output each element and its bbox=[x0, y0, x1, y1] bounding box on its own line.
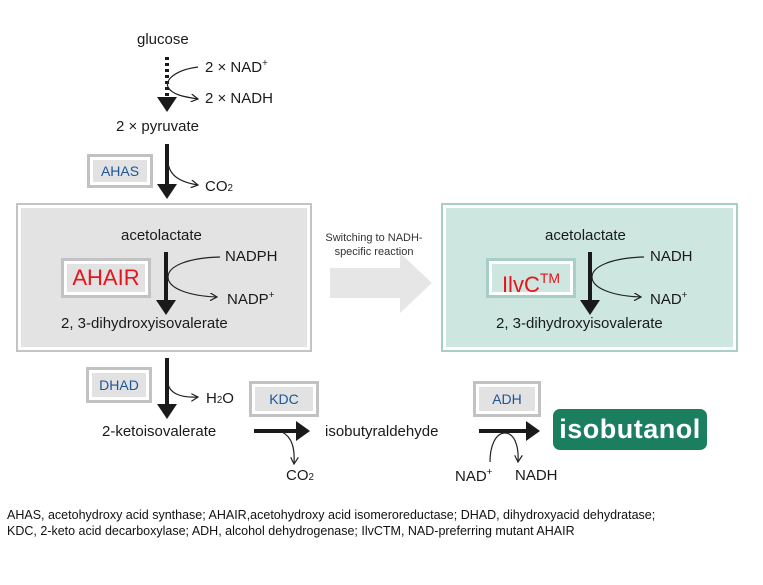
dhad-arrow-head bbox=[157, 404, 177, 419]
caption-line-1: AHAS, acetohydroxy acid synthase; AHAIR,… bbox=[7, 508, 656, 522]
ilvc-arrow-head bbox=[580, 300, 600, 315]
adh-cofactor-curve bbox=[489, 432, 518, 462]
ilvc-nad-label: NAD+ bbox=[650, 290, 688, 308]
dhiv-left-label: 2, 3-dihydroxyisovalerate bbox=[61, 315, 228, 332]
glucose-label: glucose bbox=[137, 31, 189, 48]
kdc-arrow-head bbox=[296, 421, 310, 441]
kdc-co2-label: CO2 bbox=[286, 467, 314, 484]
kdc-co2-curve bbox=[281, 431, 294, 464]
adh-arrow-head bbox=[526, 421, 540, 441]
adh-enzyme-box: ADH bbox=[473, 381, 541, 417]
dhad-h2o-label: H2O bbox=[206, 390, 234, 407]
dhad-enzyme-label: DHAD bbox=[99, 377, 139, 393]
switch-label-line2: specific reaction bbox=[334, 246, 414, 258]
switch-label: Switching to NADH- specific reaction bbox=[318, 231, 430, 259]
glycolysis-nad-label: 2 × NAD+ bbox=[205, 58, 268, 76]
glycolysis-arrow-head bbox=[157, 97, 177, 112]
acetolactate-left-label: acetolactate bbox=[121, 227, 202, 244]
ahas-enzyme-box: AHAS bbox=[87, 154, 153, 188]
kdc-enzyme-box: KDC bbox=[249, 381, 319, 417]
pyruvate-label: 2 × pyruvate bbox=[116, 118, 199, 135]
ahas-co2-curve bbox=[167, 162, 198, 185]
isobutyraldehyde-label: isobutyraldehyde bbox=[325, 423, 439, 440]
kdc-enzyme-label: KDC bbox=[269, 391, 299, 407]
isobutanol-product-badge: isobutanol bbox=[553, 409, 707, 450]
ahas-co2-label: CO2 bbox=[205, 178, 233, 195]
switch-label-line1: Switching to NADH- bbox=[325, 232, 423, 244]
ahair-enzyme-box: AHAIR bbox=[61, 258, 151, 298]
acetolactate-right-label: acetolactate bbox=[545, 227, 626, 244]
dhad-enzyme-box: DHAD bbox=[86, 367, 152, 403]
ilvc-enzyme-sup: TM bbox=[539, 270, 561, 286]
ketoisovalerate-label: 2-ketoisovalerate bbox=[102, 423, 217, 440]
ahas-arrow-head bbox=[157, 184, 177, 199]
adh-enzyme-label: ADH bbox=[492, 391, 522, 407]
glycolysis-cofactor-curve bbox=[166, 66, 198, 99]
ahair-cofactor-curve bbox=[167, 256, 221, 297]
adh-nadh-label: NADH bbox=[515, 467, 558, 484]
glycolysis-nadh-label: 2 × NADH bbox=[205, 90, 273, 107]
isobutanol-label: isobutanol bbox=[559, 414, 701, 444]
ahas-enzyme-label: AHAS bbox=[100, 163, 140, 179]
adh-nad-label: NAD+ bbox=[455, 467, 493, 485]
ahair-enzyme-label: AHAIR bbox=[72, 265, 140, 290]
ilvc-enzyme-box: IlvCTM bbox=[486, 258, 576, 298]
ilvc-cofactor-curve bbox=[591, 256, 645, 297]
ilvc-enzyme-label: IlvC bbox=[501, 272, 540, 297]
ahair-nadph-label: NADPH bbox=[225, 248, 278, 265]
switch-arrow bbox=[330, 253, 432, 313]
dhiv-right-label: 2, 3-dihydroxyisovalerate bbox=[496, 315, 663, 332]
dhad-h2o-curve bbox=[167, 383, 198, 397]
caption-line-2: KDC, 2-keto acid decarboxylase; ADH, alc… bbox=[7, 524, 575, 538]
ahair-nadp-label: NADP+ bbox=[227, 290, 275, 308]
ahair-arrow-head bbox=[156, 300, 176, 315]
ilvc-nadh-label: NADH bbox=[650, 248, 693, 265]
